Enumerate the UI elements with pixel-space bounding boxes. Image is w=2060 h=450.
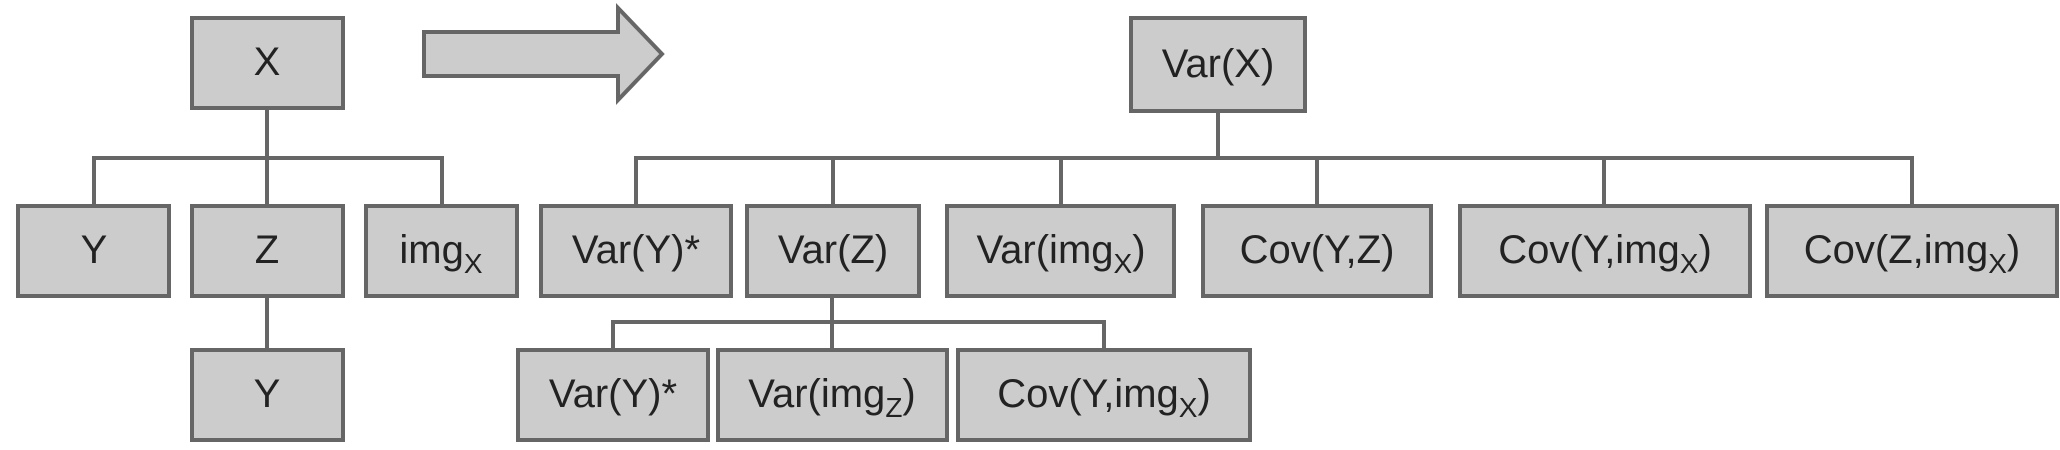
node-label: imgX — [399, 228, 482, 280]
right-tree-grandchild-cov-y-img: Cov(Y,imgX) — [956, 348, 1252, 442]
node-label: Var(Z) — [778, 228, 888, 272]
node-box — [1201, 204, 1433, 298]
left-tree-child-img: imgX — [364, 204, 519, 298]
left-tree-child-z: Z — [190, 204, 345, 298]
node-label: Cov(Y,imgX) — [1498, 228, 1712, 280]
node-box — [945, 204, 1176, 298]
left-tree-root: X — [190, 16, 345, 110]
node-box — [1458, 204, 1752, 298]
right-tree-grandchild-var-img: Var(imgZ) — [716, 348, 949, 442]
node-box — [539, 204, 733, 298]
node-label: Var(imgZ) — [748, 372, 916, 424]
right-arrow-icon — [422, 3, 665, 105]
node-box — [956, 348, 1252, 442]
left-tree-grandchild-y: Y — [190, 348, 345, 442]
left-tree-edges — [92, 106, 444, 352]
node-box — [190, 16, 345, 110]
node-label: Y — [254, 372, 281, 416]
node-box — [364, 204, 519, 298]
left-tree-child-y: Y — [16, 204, 171, 298]
node-label: Z — [255, 228, 279, 272]
right-tree-child-var-img: Var(imgX) — [945, 204, 1176, 298]
node-label: X — [254, 40, 281, 84]
right-tree-child-var-z: Var(Z) — [745, 204, 921, 298]
right-tree-root: Var(X) — [1129, 16, 1307, 113]
right-tree-edges — [611, 109, 1914, 352]
right-tree-child-var-y: Var(Y)* — [539, 204, 733, 298]
node-box — [190, 348, 345, 442]
node-box — [516, 348, 710, 442]
node-label: Var(Y)* — [572, 228, 700, 272]
node-box — [745, 204, 921, 298]
node-label: Var(X) — [1162, 42, 1275, 86]
node-box — [716, 348, 949, 442]
node-box — [16, 204, 171, 298]
node-label: Cov(Y,imgX) — [997, 372, 1211, 424]
right-tree-child-cov-z-img: Cov(Z,imgX) — [1765, 204, 2059, 298]
right-tree-grandchild-var-y: Var(Y)* — [516, 348, 710, 442]
node-box — [190, 204, 345, 298]
node-label: Var(imgX) — [976, 228, 1145, 280]
node-box — [1765, 204, 2059, 298]
node-box — [1129, 16, 1307, 113]
right-tree-child-cov-yz: Cov(Y,Z) — [1201, 204, 1433, 298]
node-label: Y — [81, 228, 108, 272]
node-label: Var(Y)* — [549, 372, 677, 416]
right-tree-child-cov-y-img: Cov(Y,imgX) — [1458, 204, 1752, 298]
node-label: Cov(Y,Z) — [1240, 228, 1395, 272]
node-label: Cov(Z,imgX) — [1804, 228, 2020, 280]
